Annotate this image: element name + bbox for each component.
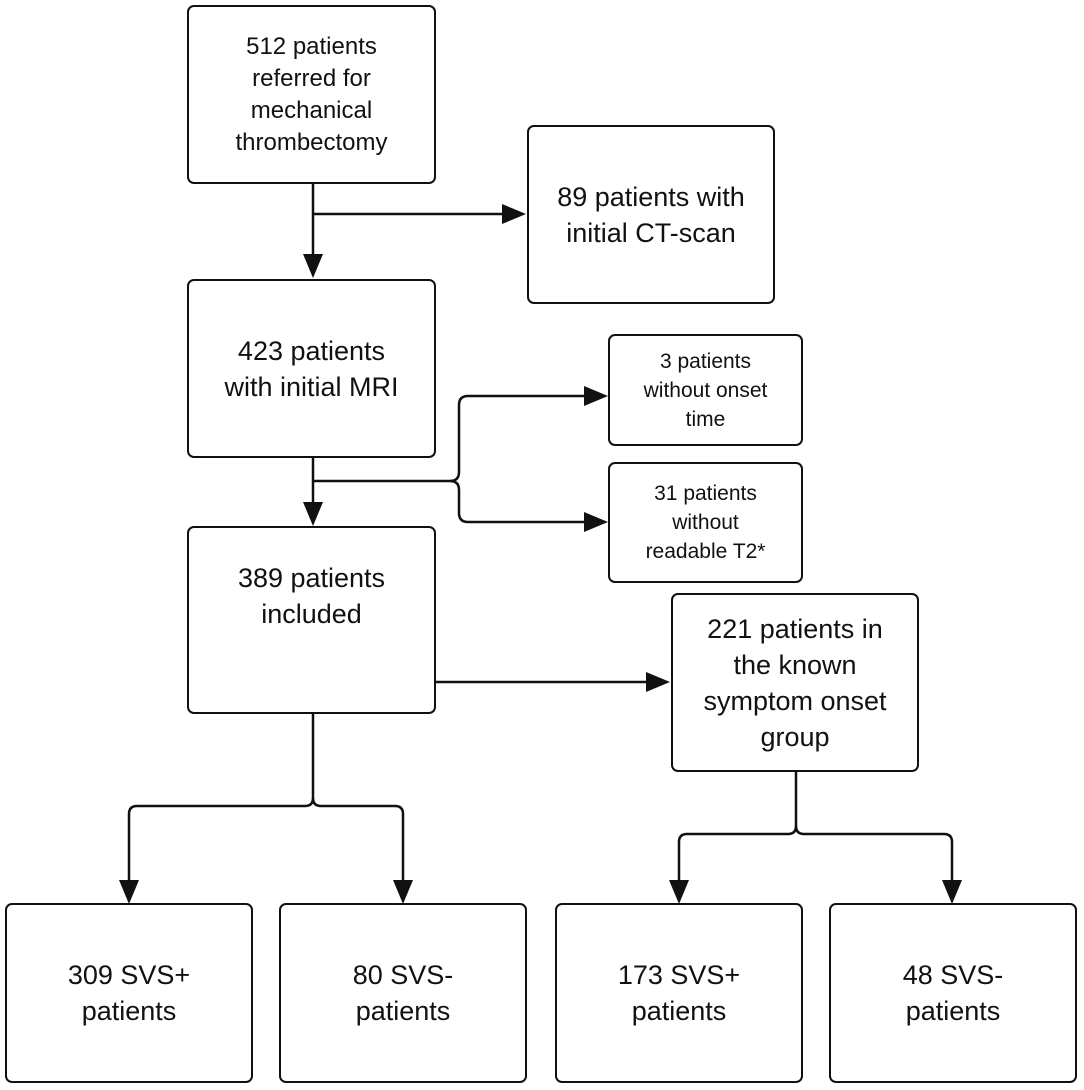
- node-known-onset-label: 221 patients in the known symptom onset …: [703, 613, 887, 752]
- connector-known-onset-split: [677, 772, 798, 896]
- node-no-t2-label: 31 patients without readable T2*: [645, 482, 766, 563]
- node-svs-pos-all: 309 SVS+ patients: [5, 903, 253, 1083]
- connector-included-split-right: [311, 797, 405, 896]
- arrowhead-svs-neg-known: [942, 880, 962, 904]
- node-svs-neg-known: 48 SVS- patients: [829, 903, 1077, 1083]
- node-svs-pos-known: 173 SVS+ patients: [555, 903, 803, 1083]
- node-svs-neg-known-label: 48 SVS- patients: [902, 960, 1004, 1026]
- node-known-onset: 221 patients in the known symptom onset …: [671, 593, 919, 772]
- node-mri-label: 423 patients with initial MRI: [224, 335, 399, 402]
- node-ct-scan: 89 patients with initial CT-scan: [527, 125, 775, 304]
- arrowhead-known-onset: [646, 672, 670, 692]
- node-included-label: 389 patients included: [237, 563, 386, 629]
- arrowhead-ct-scan: [502, 204, 526, 224]
- arrowhead-no-onset: [584, 386, 608, 406]
- arrowhead-svs-neg-all: [393, 880, 413, 904]
- node-no-onset-label: 3 patients without onset time: [643, 349, 768, 431]
- node-svs-neg-all: 80 SVS- patients: [279, 903, 527, 1083]
- node-mri: 423 patients with initial MRI: [187, 279, 436, 458]
- node-no-t2: 31 patients without readable T2*: [608, 462, 803, 583]
- node-svs-pos-known-label: 173 SVS+ patients: [617, 960, 741, 1026]
- arrowhead-svs-pos-all: [119, 880, 139, 904]
- node-ct-scan-label: 89 patients with initial CT-scan: [557, 181, 745, 248]
- node-referred-label: 512 patients referred for mechanical thr…: [235, 32, 388, 156]
- node-included: 389 patients included: [187, 526, 436, 714]
- arrowhead-mri: [303, 254, 323, 278]
- node-svs-pos-all-label: 309 SVS+ patients: [67, 960, 191, 1026]
- node-referred: 512 patients referred for mechanical thr…: [187, 5, 436, 184]
- node-no-onset: 3 patients without onset time: [608, 334, 803, 446]
- arrowhead-included: [303, 502, 323, 526]
- connector-known-onset-split-right: [794, 825, 954, 896]
- node-svs-neg-all-label: 80 SVS- patients: [352, 960, 454, 1026]
- connector-exclusion-branch-lower: [449, 479, 600, 524]
- connector-included-split: [127, 714, 315, 896]
- arrowhead-no-t2: [584, 512, 608, 532]
- arrowhead-svs-pos-known: [669, 880, 689, 904]
